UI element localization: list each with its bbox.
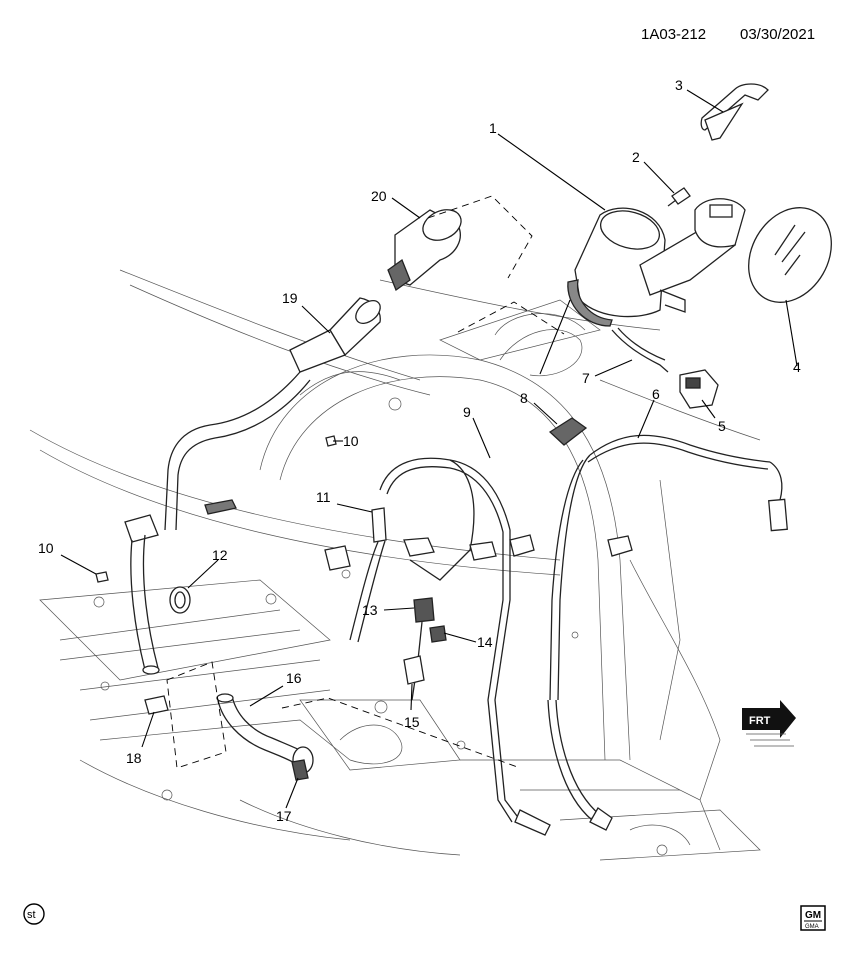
- front-arrow: FRT: [742, 700, 796, 747]
- callout-10-lower: 10: [38, 540, 54, 556]
- gm-logo-top: GM: [805, 910, 821, 921]
- callout-15: 15: [404, 714, 420, 730]
- callout-labels: 1 2 3 4 5 6 7 8 9 10 10 11 12 13 14 15 1…: [38, 77, 801, 824]
- filler-neck-20: [387, 209, 462, 292]
- st-badge: st: [23, 903, 45, 925]
- bolt-10-lower: [95, 571, 109, 583]
- hose-16: [216, 693, 305, 766]
- gm-logo-bottom: GMA: [805, 924, 819, 930]
- callout-7: 7: [582, 370, 590, 386]
- ref-box-1: [457, 301, 565, 335]
- callout-8: 8: [520, 390, 528, 406]
- filler-hose-19: [124, 297, 381, 675]
- fuel-filler-housing: [567, 198, 746, 327]
- bolt-10-upper: [325, 435, 337, 447]
- bracket-15: [403, 655, 425, 685]
- fuel-label-decal: [748, 207, 832, 303]
- vent-clip: [548, 417, 588, 446]
- callout-16: 16: [286, 670, 302, 686]
- callout-11: 11: [316, 489, 331, 505]
- fuel-tube-9: [379, 457, 551, 836]
- ref-box-16: [166, 661, 227, 769]
- leader-lines: [60, 89, 798, 809]
- quick-connector-11: [349, 507, 387, 643]
- callout-19: 19: [282, 290, 298, 306]
- ref-box-20: [427, 195, 533, 279]
- callout-3: 3: [675, 77, 683, 93]
- clip-14: [429, 625, 447, 643]
- vehicle-body-outline: [29, 269, 761, 861]
- callout-5: 5: [718, 418, 726, 434]
- st-badge-label: st: [27, 909, 36, 921]
- diagram-code: 1A03-212: [641, 26, 706, 43]
- vent-tube: [547, 434, 788, 831]
- clamp-18: [144, 695, 169, 715]
- callout-12: 12: [212, 547, 228, 563]
- diagram-date: 03/30/2021: [740, 26, 815, 43]
- seal-12: [169, 499, 237, 614]
- callout-4: 4: [793, 359, 801, 375]
- clamp-17: [291, 746, 314, 781]
- refuel-funnel: [700, 83, 769, 141]
- callout-6: 6: [652, 386, 660, 402]
- ref-box-15: [281, 697, 521, 769]
- callout-18: 18: [126, 750, 142, 766]
- callout-2: 2: [632, 149, 640, 165]
- bolt-2: [667, 187, 691, 207]
- front-arrow-label: FRT: [749, 715, 771, 727]
- gm-logo: GM GMA: [800, 905, 826, 931]
- callout-1: 1: [489, 120, 497, 136]
- fuel-door-actuator: [679, 369, 719, 409]
- callout-17: 17: [276, 808, 292, 824]
- callout-20: 20: [371, 188, 387, 204]
- vent-strap: [611, 327, 669, 373]
- callout-14: 14: [477, 634, 493, 650]
- tube-clips: [324, 534, 633, 571]
- connector-13: [411, 597, 435, 701]
- callout-13: 13: [362, 602, 378, 618]
- callout-9: 9: [463, 404, 471, 420]
- callout-10-upper: 10: [343, 433, 359, 449]
